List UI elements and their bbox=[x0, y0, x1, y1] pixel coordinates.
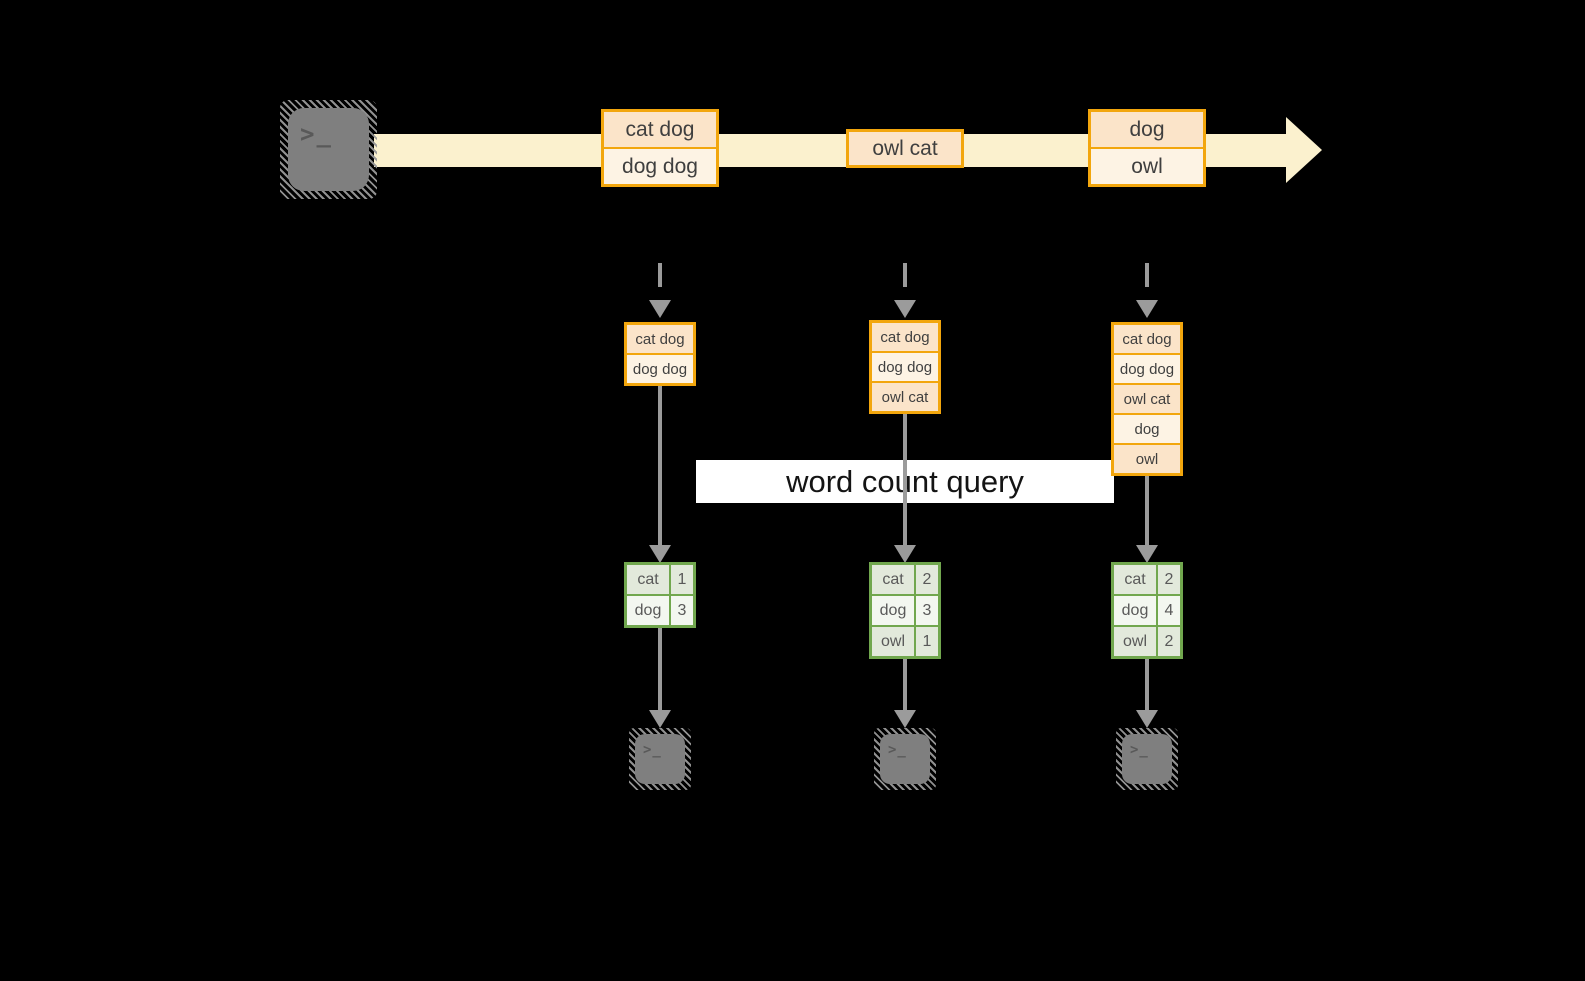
word-cell: cat bbox=[1114, 565, 1156, 594]
arrow-line bbox=[903, 410, 907, 545]
input-records-1: cat dog dog dog bbox=[624, 322, 696, 386]
arrow-line bbox=[658, 626, 662, 710]
count-cell: 4 bbox=[1158, 596, 1180, 625]
word-cell: owl bbox=[872, 627, 914, 656]
stream-batch-1: cat dog dog dog bbox=[601, 109, 719, 187]
arrow-down-icon bbox=[1136, 545, 1158, 563]
arrow-down-icon bbox=[649, 545, 671, 563]
word-cell: dog bbox=[627, 596, 669, 625]
count-cell: 3 bbox=[671, 596, 693, 625]
record: cat dog bbox=[872, 323, 938, 351]
record: owl bbox=[1091, 149, 1203, 184]
terminal-icon: >_ bbox=[1116, 728, 1178, 790]
count-table-3: cat 2 dog 4 owl 2 bbox=[1111, 562, 1183, 659]
record: owl cat bbox=[872, 383, 938, 411]
stream-batch-2: owl cat bbox=[846, 129, 964, 168]
arrow-down-icon bbox=[649, 710, 671, 728]
terminal-icon-body: >_ bbox=[1122, 734, 1172, 784]
arrow-line bbox=[1145, 472, 1149, 545]
dashed-arrow-line bbox=[658, 263, 662, 299]
word-cell: dog bbox=[1114, 596, 1156, 625]
prompt-icon: >_ bbox=[300, 120, 333, 148]
terminal-icon-body: >_ bbox=[880, 734, 930, 784]
record: cat dog bbox=[604, 112, 716, 147]
count-cell: 2 bbox=[1158, 565, 1180, 594]
record: dog dog bbox=[627, 355, 693, 383]
count-cell: 1 bbox=[671, 565, 693, 594]
dashed-arrow-line bbox=[903, 263, 907, 299]
record: dog dog bbox=[604, 149, 716, 184]
prompt-icon: >_ bbox=[643, 742, 662, 758]
terminal-icon: >_ bbox=[280, 100, 377, 199]
word-cell: cat bbox=[627, 565, 669, 594]
record: dog bbox=[1114, 415, 1180, 443]
arrow-line bbox=[903, 657, 907, 710]
input-records-3: cat dog dog dog owl cat dog owl bbox=[1111, 322, 1183, 476]
record: cat dog bbox=[627, 325, 693, 353]
record: dog bbox=[1091, 112, 1203, 147]
word-cell: dog bbox=[872, 596, 914, 625]
arrow-down-icon bbox=[894, 300, 916, 318]
prompt-icon: >_ bbox=[1130, 742, 1149, 758]
count-cell: 2 bbox=[1158, 627, 1180, 656]
record: dog dog bbox=[1114, 355, 1180, 383]
arrow-line bbox=[1145, 657, 1149, 710]
arrow-down-icon bbox=[649, 300, 671, 318]
count-cell: 3 bbox=[916, 596, 938, 625]
record: dog dog bbox=[872, 353, 938, 381]
record: owl bbox=[1114, 445, 1180, 473]
stream-timeline-arrowhead bbox=[1286, 117, 1322, 183]
arrow-down-icon bbox=[894, 710, 916, 728]
arrow-down-icon bbox=[894, 545, 916, 563]
record: owl cat bbox=[1114, 385, 1180, 413]
count-table-2: cat 2 dog 3 owl 1 bbox=[869, 562, 941, 659]
count-cell: 1 bbox=[916, 627, 938, 656]
word-cell: cat bbox=[872, 565, 914, 594]
terminal-icon: >_ bbox=[629, 728, 691, 790]
count-table-1: cat 1 dog 3 bbox=[624, 562, 696, 628]
terminal-icon-body: >_ bbox=[635, 734, 685, 784]
terminal-icon-body: >_ bbox=[288, 108, 369, 191]
stream-batch-3: dog owl bbox=[1088, 109, 1206, 187]
word-cell: owl bbox=[1114, 627, 1156, 656]
prompt-icon: >_ bbox=[888, 742, 907, 758]
arrow-line bbox=[658, 382, 662, 545]
record: owl cat bbox=[849, 132, 961, 165]
input-records-2: cat dog dog dog owl cat bbox=[869, 320, 941, 414]
dashed-arrow-line bbox=[1145, 263, 1149, 299]
arrow-down-icon bbox=[1136, 710, 1158, 728]
terminal-icon: >_ bbox=[874, 728, 936, 790]
arrow-down-icon bbox=[1136, 300, 1158, 318]
count-cell: 2 bbox=[916, 565, 938, 594]
record: cat dog bbox=[1114, 325, 1180, 353]
